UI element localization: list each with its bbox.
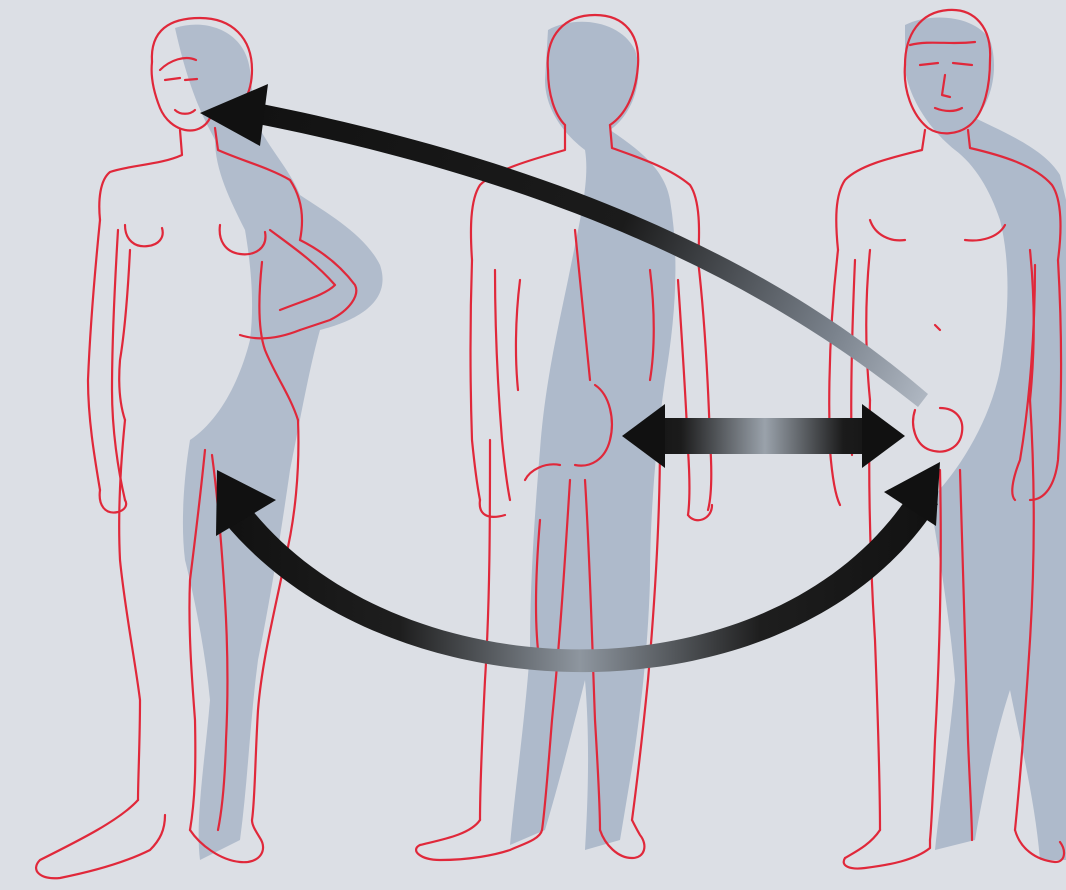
woman-shadow [175,25,383,860]
arrowhead-middle-right [862,404,905,468]
woman-figure [36,18,382,878]
arrow-shaft-middle [655,418,865,454]
man-shadow [905,17,1066,860]
